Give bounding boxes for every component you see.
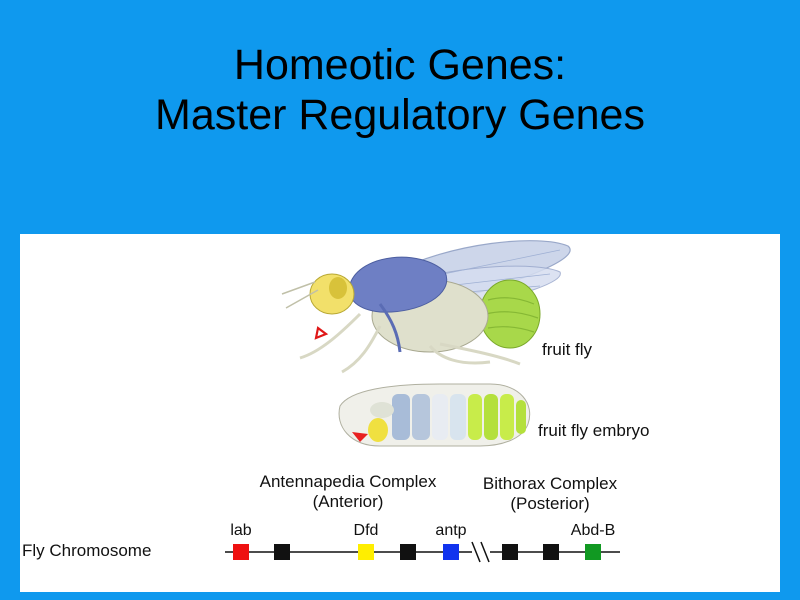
- antennapedia-complex-label: Antennapedia Complex (Anterior): [260, 472, 437, 512]
- adult-fly-label: fruit fly: [542, 340, 593, 359]
- title-line-2: Master Regulatory Genes: [155, 91, 645, 139]
- gene-box-unlabeled: [543, 544, 559, 560]
- gene-label-antp: antp: [435, 522, 467, 539]
- gene-box-dfd: [358, 544, 374, 560]
- gene-label-abd-b: Abd-B: [570, 522, 616, 539]
- embryo-label: fruit fly embryo: [538, 421, 650, 440]
- bithorax-subtitle: (Posterior): [510, 494, 590, 513]
- figure-panel: fruit fly fruit fly embryo Antennapedia …: [20, 234, 780, 592]
- gene-box-unlabeled: [274, 544, 290, 560]
- chromosome-break-mark: [471, 541, 490, 563]
- figure-illustration: [225, 240, 620, 563]
- chromosome-label: Fly Chromosome: [22, 541, 152, 560]
- gene-box-unlabeled: [502, 544, 518, 560]
- gene-box-antp: [443, 544, 459, 560]
- slide-title: Homeotic Genes: Master Regulatory Genes: [0, 40, 800, 140]
- bithorax-title: Bithorax Complex: [482, 474, 618, 493]
- gene-box-unlabeled: [400, 544, 416, 560]
- antennapedia-title: Antennapedia Complex: [259, 472, 437, 491]
- fly-chromosome-diagram: [225, 541, 620, 563]
- adult-fly-illustration: [281, 240, 571, 374]
- gene-box-lab: [233, 544, 249, 560]
- embryo-illustration: [338, 383, 531, 447]
- antennapedia-subtitle: (Anterior): [312, 492, 384, 511]
- bithorax-complex-label: Bithorax Complex (Posterior): [483, 474, 617, 514]
- gene-box-abd-b: [585, 544, 601, 560]
- gene-label-lab: lab: [230, 522, 252, 539]
- gene-label-dfd: Dfd: [353, 522, 379, 539]
- title-line-1: Homeotic Genes:: [233, 41, 567, 89]
